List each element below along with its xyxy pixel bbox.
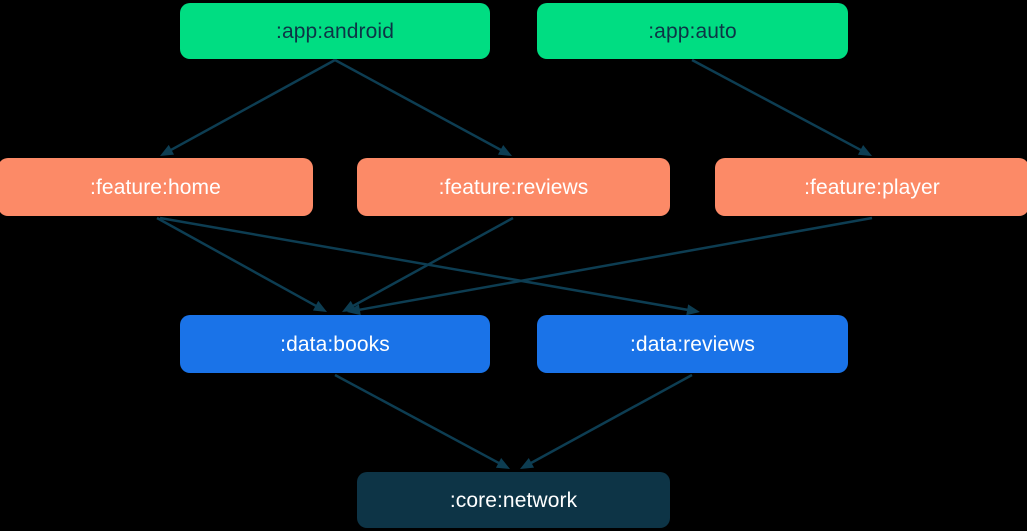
graph-node-feature-home[interactable]: :feature:home [0,158,313,216]
arrowhead [497,144,512,156]
edge-line [334,58,503,152]
arrowhead [312,300,327,312]
node-label: :feature:reviews [438,175,589,199]
edge-app-android-to-feature-reviews [334,58,512,156]
node-label: :feature:player [804,175,940,199]
edge-feature-home-to-data-reviews [159,216,700,316]
edge-feature-player-to-data-books [347,216,873,316]
node-label: :app:android [276,19,394,43]
node-label: :feature:home [90,175,221,199]
edge-line [169,58,336,152]
edge-line [351,216,514,308]
arrowhead [520,457,535,469]
edge-line [691,58,863,152]
arrowhead [160,144,175,156]
edge-data-reviews-to-core-network [520,373,693,469]
edge-app-auto-to-feature-player [691,58,872,156]
edge-line [529,373,693,465]
graph-node-app-android[interactable]: :app:android [180,3,490,59]
graph-node-data-books[interactable]: :data:books [180,315,490,373]
graph-node-core-network[interactable]: :core:network [357,472,670,528]
edge-app-android-to-feature-home [160,58,336,156]
edge-line [159,216,690,312]
arrowhead [686,304,700,316]
node-label: :data:books [280,332,390,356]
edge-feature-reviews-to-data-books [342,216,514,312]
edge-line [357,216,873,312]
arrowhead [347,304,361,316]
arrowhead [495,458,510,469]
edge-line [156,216,318,308]
edge-data-books-to-core-network [334,373,510,469]
node-label: :data:reviews [629,332,756,356]
arrowhead [342,300,357,312]
edge-line [334,373,501,465]
node-label: :app:auto [648,19,737,43]
arrowhead [857,145,872,156]
graph-node-app-auto[interactable]: :app:auto [537,3,848,59]
edge-feature-home-to-data-books [156,216,327,312]
node-label: :core:network [449,488,578,512]
graph-node-feature-player[interactable]: :feature:player [715,158,1027,216]
graph-node-feature-reviews[interactable]: :feature:reviews [357,158,670,216]
graph-node-data-reviews[interactable]: :data:reviews [537,315,848,373]
